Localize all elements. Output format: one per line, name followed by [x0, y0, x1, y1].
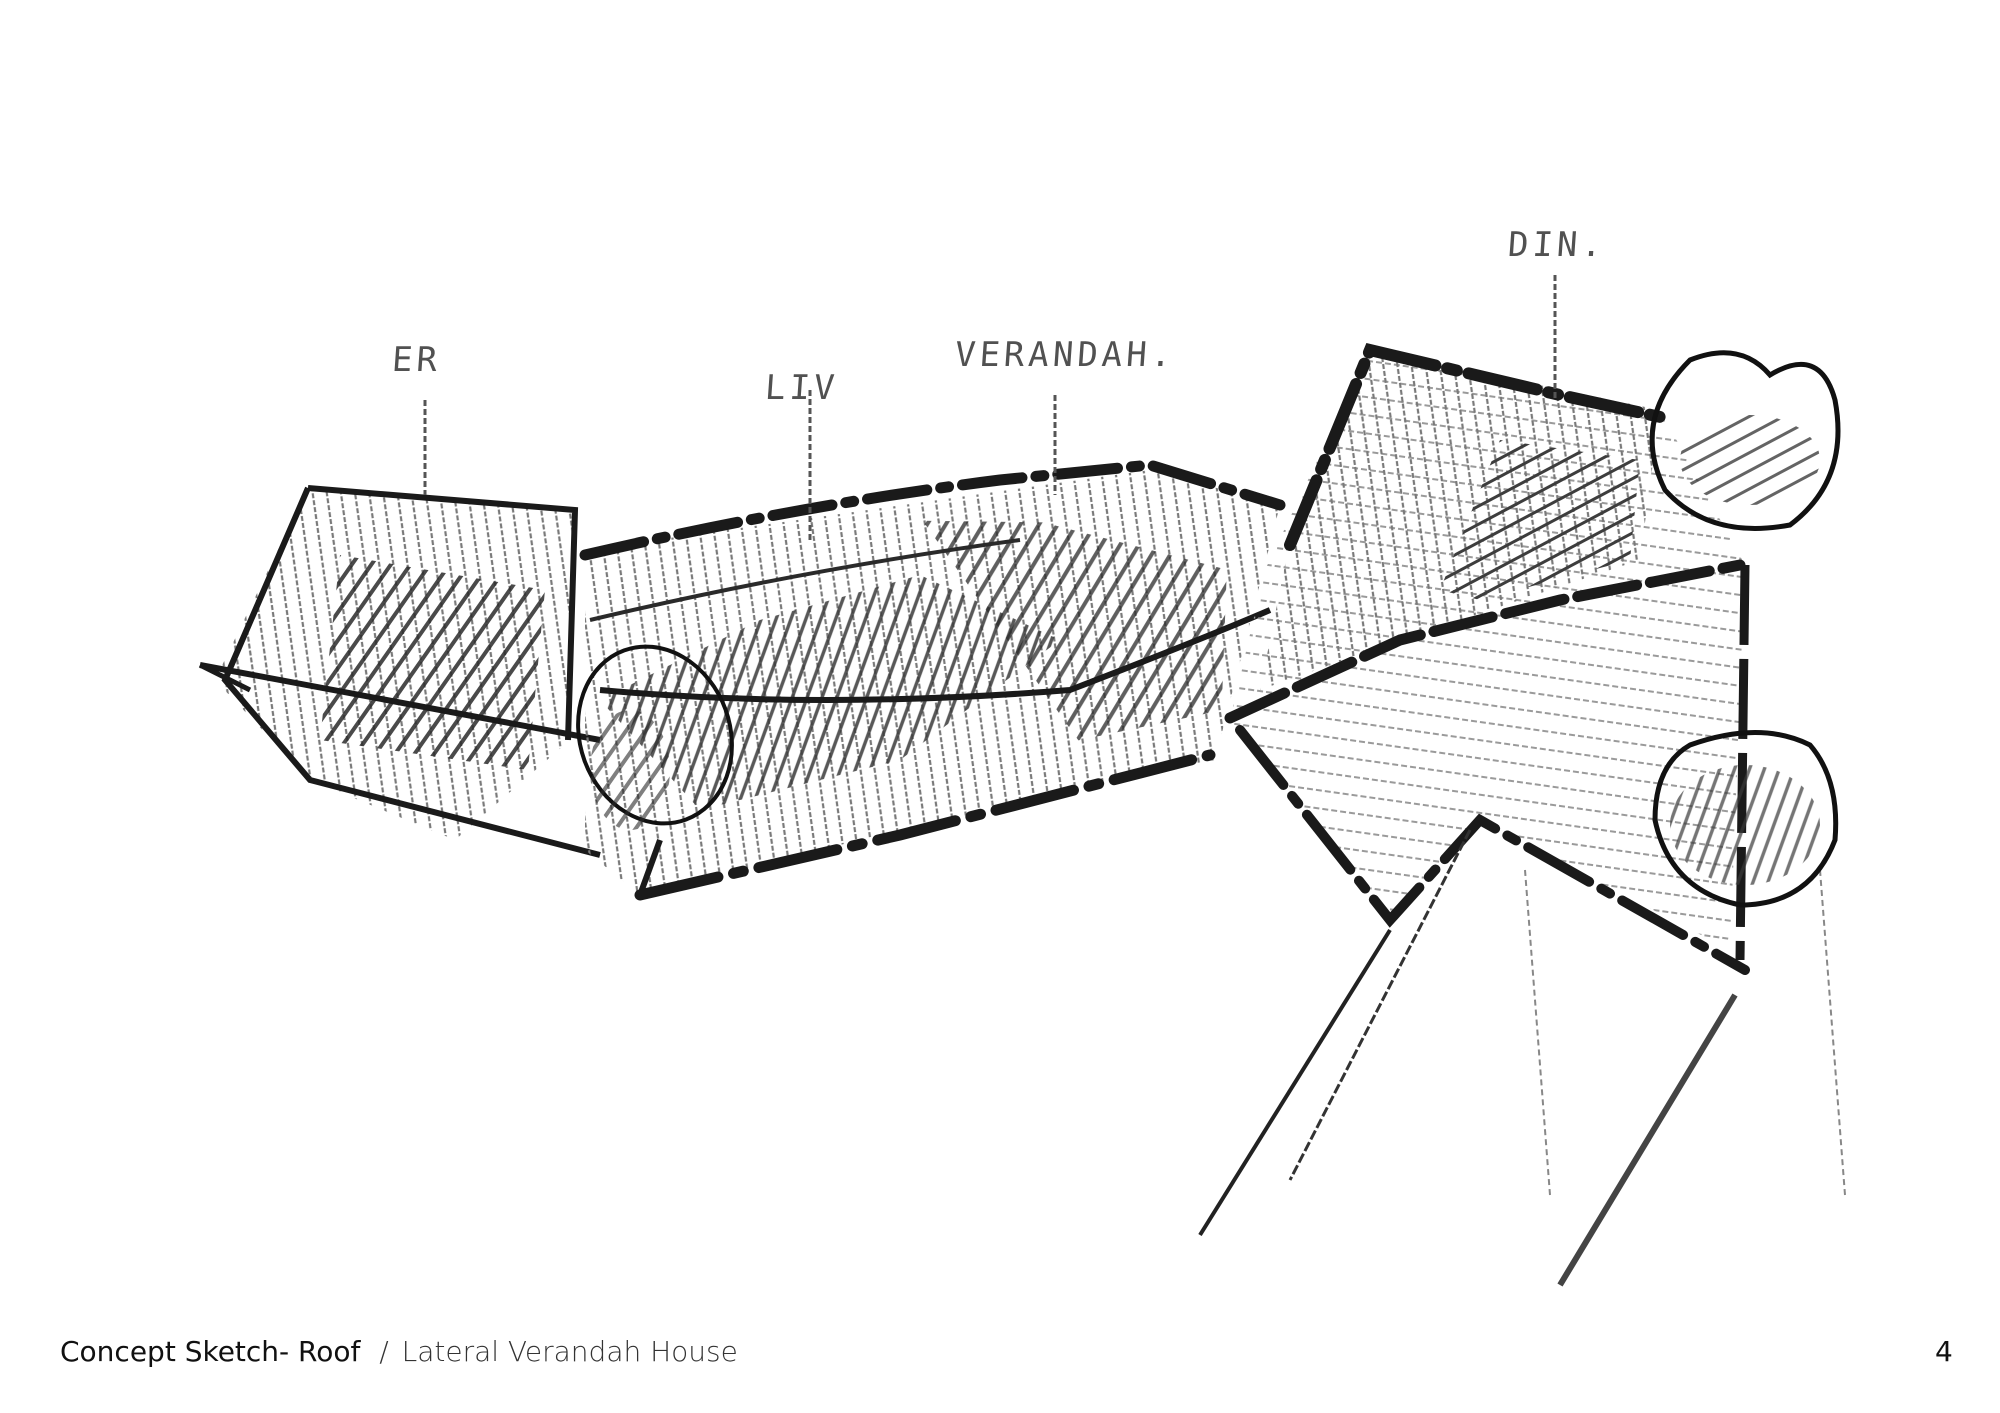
caption-subtitle: Lateral Verandah House — [401, 1335, 738, 1368]
label-din: DIN. — [1506, 225, 1608, 265]
roof-concept-sketch — [198, 275, 1846, 1287]
tree-top-right — [1649, 350, 1841, 531]
din-roof-block — [1198, 275, 1846, 1287]
label-er: ER — [390, 340, 443, 380]
tree-bottom-right — [1652, 730, 1839, 908]
tree-left — [576, 644, 734, 830]
liv-verandah-roof-block — [579, 390, 1286, 901]
caption: Concept Sketch- Roof / Lateral Verandah … — [60, 1335, 738, 1368]
label-verandah: VERANDAH. — [953, 335, 1177, 375]
caption-title: Concept Sketch- Roof — [60, 1335, 361, 1368]
label-liv: LIV — [763, 368, 840, 408]
page-number: 4 — [1935, 1335, 1953, 1368]
er-roof-block — [198, 400, 601, 858]
caption-separator: / — [379, 1335, 389, 1368]
